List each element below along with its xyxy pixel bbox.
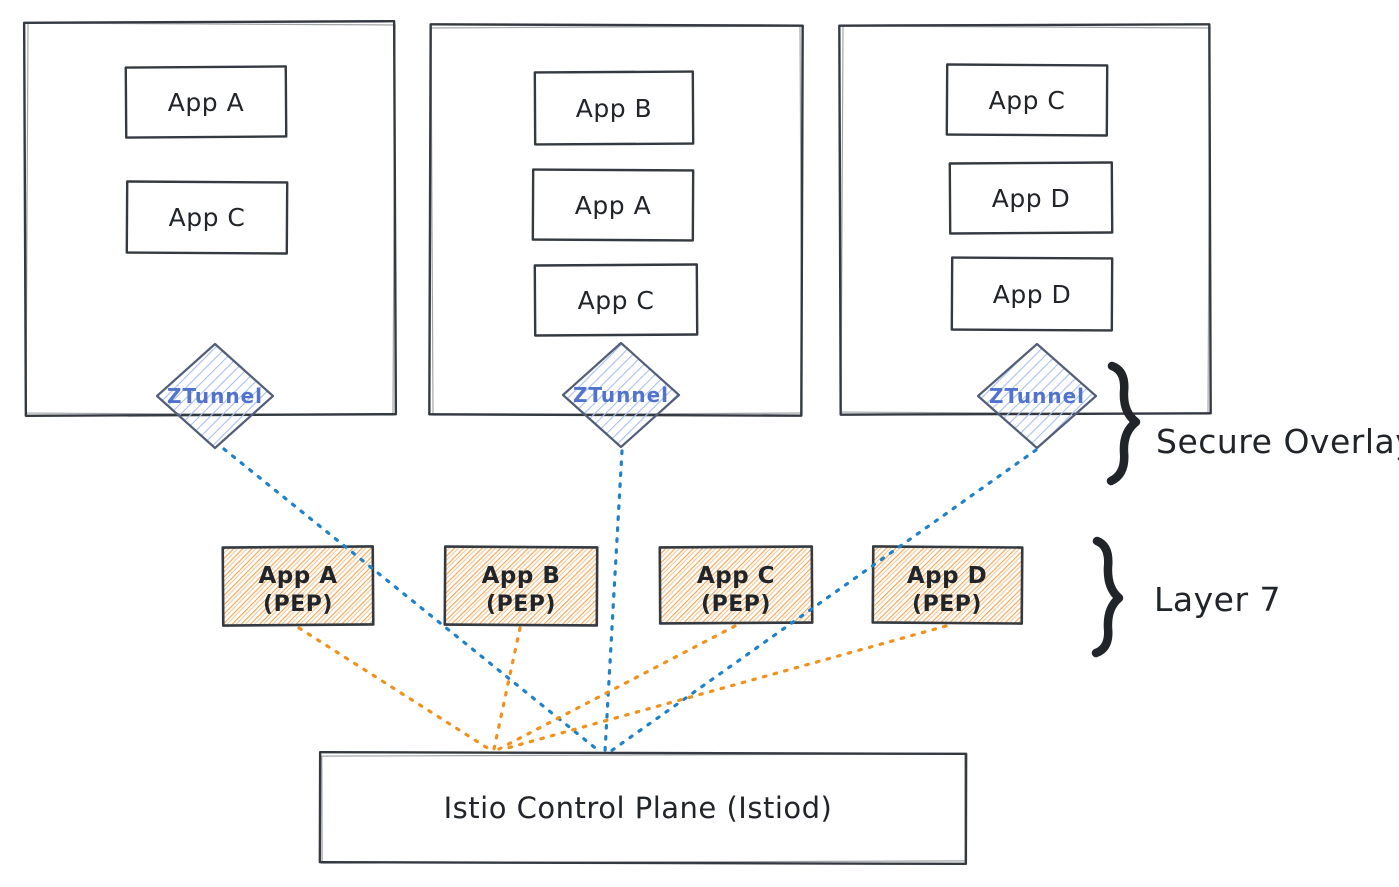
pep-sub-label: (PEP) xyxy=(263,592,333,617)
pep-box-app-d xyxy=(871,545,1024,625)
ztunnel-diamond-2 xyxy=(561,341,681,449)
app-box xyxy=(945,63,1109,137)
pep-a-to-istiod-line xyxy=(297,626,491,751)
ztunnel-3-to-istiod-line xyxy=(609,448,1038,753)
app-label: App D xyxy=(993,280,1072,309)
pep-box-app-c xyxy=(658,545,814,625)
layer7-label: Layer 7 xyxy=(1154,580,1281,619)
pep-label: App B xyxy=(482,563,561,589)
pep-box-app-a xyxy=(221,545,375,627)
app-label: App C xyxy=(578,286,655,315)
app-label: App B xyxy=(576,94,652,123)
control-plane-box-sketch xyxy=(321,753,966,864)
app-label: App C xyxy=(989,86,1066,115)
app-label: App A xyxy=(168,88,244,117)
app-box xyxy=(948,161,1114,235)
pep-b-to-istiod-line xyxy=(492,626,522,751)
node-box-2: App B App A App C ZTunnel xyxy=(428,23,804,449)
pep-label: App C xyxy=(697,563,775,589)
app-box xyxy=(531,168,695,242)
ztunnel-label: ZTunnel xyxy=(573,383,669,407)
pep-label: App D xyxy=(907,563,987,589)
app-label: App D xyxy=(992,184,1071,213)
pep-sub-label: (PEP) xyxy=(486,592,556,617)
app-box xyxy=(533,70,695,146)
layer7-brace xyxy=(1091,536,1124,658)
pep-row: App A (PEP) App B (PEP) App C (PEP) App … xyxy=(221,545,1024,627)
control-plane-box xyxy=(318,750,968,866)
annotations: Secure Overlay Layer 7 xyxy=(1091,361,1399,658)
app-box xyxy=(533,263,699,337)
connections xyxy=(222,447,1038,753)
pep-box-app-b xyxy=(443,545,599,627)
node-box-1: App A App C ZTunnel xyxy=(22,19,398,450)
control-plane: Istio Control Plane (Istiod) xyxy=(318,750,968,866)
ztunnel-label: ZTunnel xyxy=(989,384,1085,408)
ztunnel-2-to-istiod-line xyxy=(603,449,624,753)
app-label: App A xyxy=(575,191,651,220)
secure-overlay-brace xyxy=(1106,361,1141,486)
control-plane-label: Istio Control Plane (Istiod) xyxy=(444,791,833,825)
app-box xyxy=(125,180,289,255)
app-label: App C xyxy=(169,203,246,232)
pep-c-to-istiod-line xyxy=(497,624,737,751)
pep-label: App A xyxy=(258,563,337,589)
pep-sub-label: (PEP) xyxy=(701,592,771,617)
ztunnel-diamond-3 xyxy=(976,342,1098,450)
pep-d-to-istiod-line xyxy=(502,624,948,751)
ztunnel-diamond-1 xyxy=(155,342,275,450)
secure-overlay-label: Secure Overlay xyxy=(1156,422,1399,461)
node-box-3: App C App D App D ZTunnel xyxy=(838,23,1212,450)
pep-sub-label: (PEP) xyxy=(912,592,982,617)
ztunnel-1-to-istiod-line xyxy=(222,447,601,753)
app-box xyxy=(950,256,1114,332)
ztunnel-label: ZTunnel xyxy=(167,384,263,408)
app-box xyxy=(124,65,288,139)
